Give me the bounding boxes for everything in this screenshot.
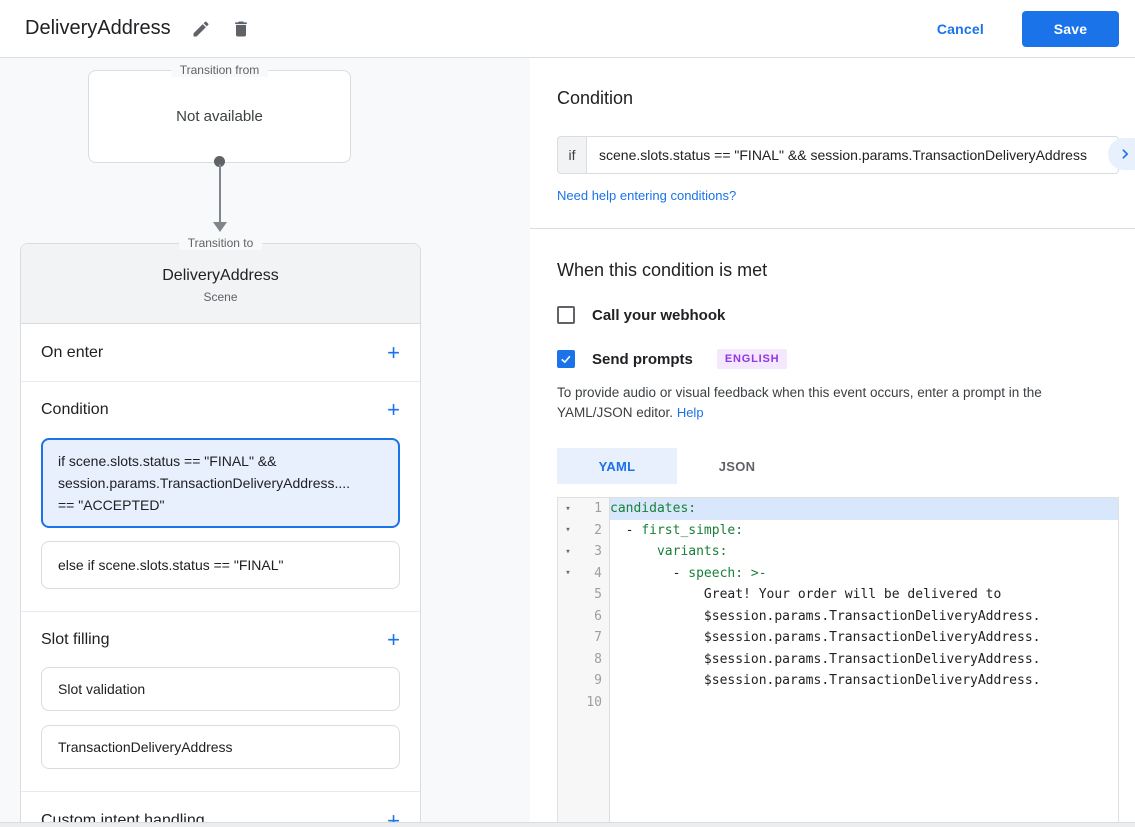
condition-expression-input[interactable]: scene.slots.status == "FINAL" && session…: [586, 136, 1119, 174]
page-title: DeliveryAddress: [25, 17, 171, 39]
slot-item[interactable]: TransactionDeliveryAddress: [41, 725, 400, 769]
transition-to-label: Transition to: [178, 236, 263, 250]
fold-toggle-icon[interactable]: ▾: [565, 568, 571, 579]
add-slot-icon[interactable]: +: [387, 627, 400, 652]
call-webhook-checkbox[interactable]: [557, 306, 575, 324]
condition-section-label: Condition: [41, 401, 109, 418]
page-header: DeliveryAddress Cancel Save: [0, 0, 1135, 58]
line-number: 4: [594, 565, 602, 581]
send-prompts-row: Send prompts ENGLISH: [557, 349, 1135, 369]
if-label: if: [557, 136, 586, 174]
transition-from-box: Transition from Not available: [88, 63, 351, 163]
fold-toggle-icon[interactable]: ▾: [565, 525, 571, 536]
fold-toggle-icon[interactable]: ▾: [565, 503, 571, 514]
scene-flow-panel: Transition from Not available Transition…: [0, 58, 530, 827]
horizontal-scrollbar[interactable]: [0, 822, 1135, 827]
slot-item[interactable]: Slot validation: [41, 667, 400, 711]
transition-to-card: Transition to DeliveryAddress Scene On e…: [20, 236, 421, 827]
section-divider: [530, 228, 1135, 229]
connector-line: [219, 164, 221, 224]
editor-gutter: 8: [558, 648, 610, 670]
checkmark-icon: [561, 355, 571, 364]
save-button[interactable]: Save: [1022, 10, 1119, 47]
condition-item-selected[interactable]: if scene.slots.status == "FINAL" && sess…: [41, 438, 400, 528]
editor-gutter: 7: [558, 627, 610, 649]
line-number: 9: [594, 673, 602, 689]
language-badge: ENGLISH: [716, 349, 788, 369]
editor-empty-area: [558, 713, 1118, 827]
condition-text-line: session.params.TransactionDeliveryAddres…: [58, 475, 351, 491]
condition-text-line: == "ACCEPTED": [58, 497, 165, 513]
code-line: [610, 692, 1118, 714]
scene-name: DeliveryAddress: [162, 267, 279, 284]
cancel-button[interactable]: Cancel: [936, 20, 984, 37]
prompt-help-link[interactable]: Help: [676, 405, 704, 420]
line-number: 8: [594, 651, 602, 667]
code-line: $session.params.TransactionDeliveryAddre…: [610, 630, 1041, 646]
webhook-row: Call your webhook: [557, 306, 1135, 324]
transition-from-value: Not available: [176, 108, 263, 125]
line-number: 2: [594, 522, 602, 538]
condition-text-line: if scene.slots.status == "FINAL" &&: [58, 453, 277, 469]
line-number: 7: [594, 630, 602, 646]
editor-gutter: ▾1: [558, 498, 610, 520]
code-line: - speech: >-: [610, 565, 767, 581]
code-line: candidates:: [610, 498, 1118, 520]
on-enter-label: On enter: [41, 343, 104, 361]
code-line: variants:: [656, 544, 728, 560]
tab-yaml[interactable]: YAML: [557, 448, 677, 484]
tab-json[interactable]: JSON: [718, 458, 756, 474]
editor-gutter: 10: [558, 691, 610, 713]
transition-from-label: Transition from: [170, 63, 269, 77]
code-line: - first_simple:: [610, 522, 744, 538]
condition-section: Condition + if scene.slots.status == "FI…: [21, 382, 420, 612]
prompt-description-text: To provide audio or visual feedback when…: [557, 385, 1042, 420]
line-number: 1: [594, 501, 602, 517]
line-number: 5: [594, 587, 602, 603]
send-prompts-checkbox[interactable]: [557, 350, 575, 368]
editor-gutter: 5: [558, 584, 610, 606]
collapse-panel-button[interactable]: [1108, 138, 1135, 170]
condition-expression-row: if scene.slots.status == "FINAL" && sess…: [557, 136, 1119, 174]
line-number: 3: [594, 544, 602, 560]
connector-dot: [214, 156, 225, 167]
on-enter-row: On enter +: [21, 324, 420, 382]
code-line: Great! Your order will be delivered to: [610, 587, 1002, 603]
delete-icon[interactable]: [231, 19, 251, 39]
chevron-right-icon: [1122, 149, 1128, 159]
scene-type: Scene: [203, 290, 238, 304]
line-number: 6: [594, 608, 602, 624]
condition-detail-panel: Condition if scene.slots.status == "FINA…: [530, 58, 1135, 827]
editor-gutter: ▾4: [558, 562, 610, 584]
condition-item[interactable]: else if scene.slots.status == "FINAL": [41, 541, 400, 589]
call-webhook-label: Call your webhook: [592, 306, 726, 324]
scene-card-header: DeliveryAddress Scene: [21, 244, 420, 324]
code-line: $session.params.TransactionDeliveryAddre…: [610, 651, 1041, 667]
editor-gutter: 6: [558, 605, 610, 627]
send-prompts-label: Send prompts: [592, 350, 693, 368]
connector-arrowhead-icon: [213, 222, 227, 232]
editor-gutter: 9: [558, 670, 610, 692]
editor-format-tabs: YAML JSON: [557, 448, 1135, 484]
fold-toggle-icon[interactable]: ▾: [565, 546, 571, 557]
editor-gutter: ▾3: [558, 541, 610, 563]
prompt-description: To provide audio or visual feedback when…: [557, 383, 1113, 423]
condition-help-link[interactable]: Need help entering conditions?: [557, 188, 737, 203]
code-line: $session.params.TransactionDeliveryAddre…: [610, 608, 1041, 624]
edit-icon[interactable]: [191, 19, 211, 39]
code-line: $session.params.TransactionDeliveryAddre…: [610, 673, 1041, 689]
slot-filling-section: Slot filling + Slot validation Transacti…: [21, 612, 420, 792]
editor-gutter: ▾2: [558, 519, 610, 541]
condition-panel-title: Condition: [557, 88, 634, 108]
when-met-title: When this condition is met: [557, 260, 768, 280]
slot-filling-label: Slot filling: [41, 631, 110, 648]
line-number: 10: [586, 694, 602, 710]
add-on-enter-icon[interactable]: +: [387, 339, 400, 365]
add-condition-icon[interactable]: +: [387, 397, 400, 422]
condition-text-line: else if scene.slots.status == "FINAL": [58, 557, 284, 573]
